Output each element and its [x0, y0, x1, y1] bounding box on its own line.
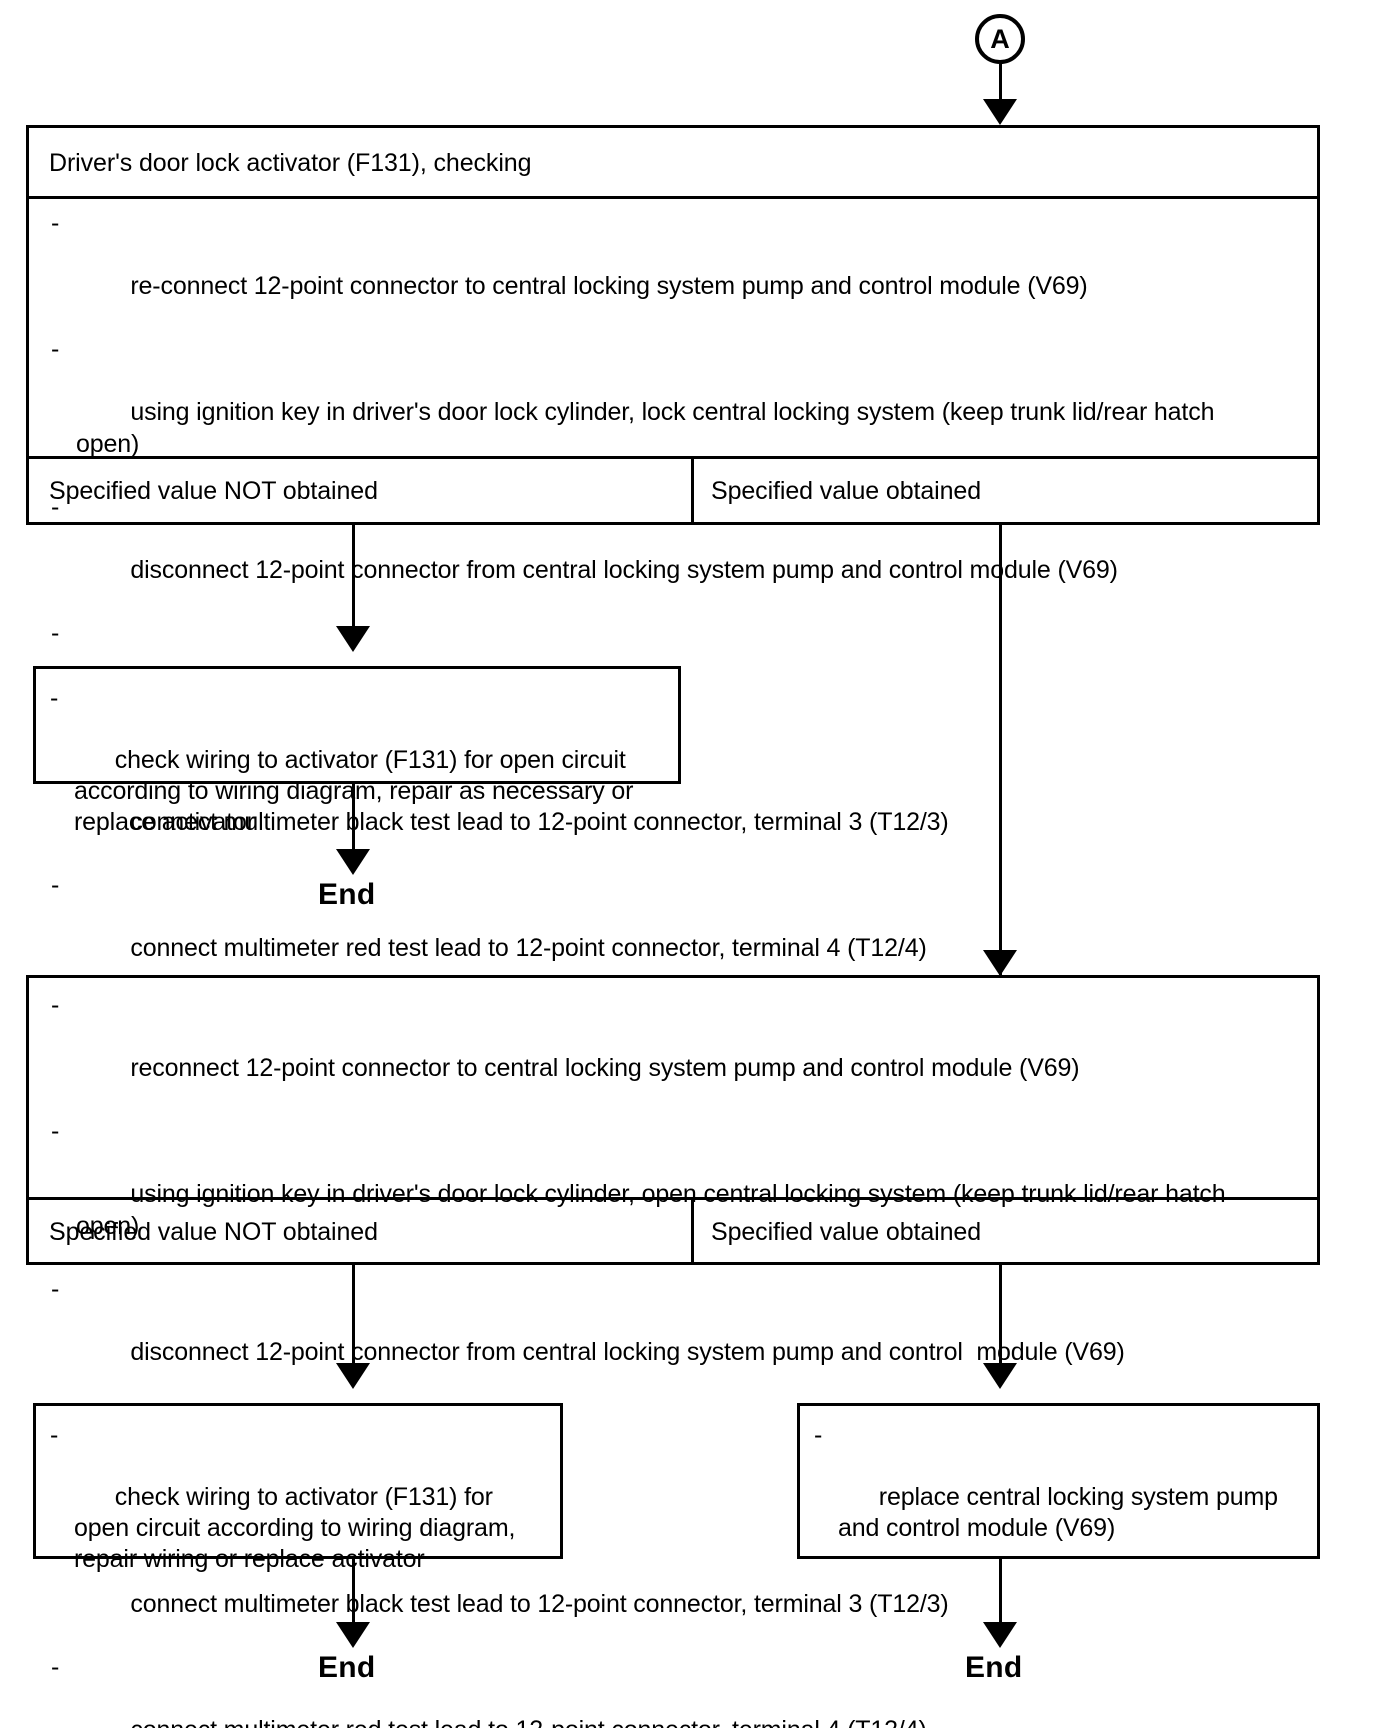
- ohm-fail-end-label: End: [318, 878, 376, 911]
- connector-a-arrowhead: [983, 99, 1017, 125]
- ohm-fail-connector-line: [352, 525, 355, 635]
- bullet-marker: -: [50, 684, 59, 712]
- step-marker: -: [51, 991, 60, 1019]
- volt-pass-end-arrowhead: [983, 1622, 1017, 1648]
- step-item: - re-connect 12-point connector to centr…: [51, 208, 1281, 334]
- ohm-fail-action-text-wrapper: - check wiring to activator (F131) for o…: [50, 683, 674, 869]
- volt-block-connector-line: [999, 525, 1002, 975]
- ohm-fail-action-text: check wiring to activator (F131) for ope…: [74, 746, 634, 836]
- volt-block: - reconnect 12-point connector to centra…: [26, 975, 1320, 1728]
- volt-block-result-not-obtained: Specified value NOT obtained: [49, 1218, 378, 1246]
- volt-block-arrowhead: [983, 950, 1017, 976]
- step-text: connect multimeter red test lead to 12-p…: [130, 1716, 926, 1728]
- check-block-results-separator: [691, 456, 694, 522]
- step-item: - reconnect 12-point connector to centra…: [51, 990, 1281, 1116]
- volt-pass-action-text: replace central locking system pump and …: [838, 1483, 1285, 1542]
- connector-a-bubble: A: [975, 14, 1025, 64]
- step-text: using ignition key in driver's door lock…: [76, 1180, 1233, 1240]
- bullet-marker: -: [50, 1421, 59, 1449]
- step-item: - disconnect 12-point connector from cen…: [51, 1274, 1281, 1400]
- check-block-result-obtained: Specified value obtained: [711, 477, 982, 505]
- volt-pass-action-box: - replace central locking system pump an…: [797, 1403, 1320, 1559]
- volt-pass-action-text-wrapper: - replace central locking system pump an…: [814, 1420, 1308, 1575]
- step-marker: -: [51, 1117, 60, 1145]
- check-block-header: Driver's door lock activator (F131), che…: [49, 149, 532, 177]
- step-marker: -: [51, 1274, 60, 1303]
- step-item: - disconnect 12-point connector from cen…: [51, 492, 1281, 618]
- step-marker: -: [51, 870, 60, 899]
- volt-fail-action-text: check wiring to activator (F131) for ope…: [74, 1483, 529, 1573]
- volt-fail-end-label: End: [318, 1651, 376, 1684]
- step-text: connect multimeter black test lead to 12…: [130, 807, 949, 836]
- volt-block-steps: - reconnect 12-point connector to centra…: [51, 990, 1281, 1728]
- step-text: disconnect 12-point connector from centr…: [130, 555, 1118, 584]
- volt-pass-arrowhead: [983, 1363, 1017, 1389]
- volt-fail-end-arrowhead: [336, 1622, 370, 1648]
- connector-a-label: A: [990, 23, 1010, 54]
- check-block-header-divider: [29, 196, 1317, 199]
- step-marker: -: [51, 1652, 60, 1681]
- ohm-fail-end-line: [352, 784, 355, 858]
- volt-pass-connector-line: [999, 1265, 1002, 1372]
- step-text: reconnect 12-point connector to central …: [130, 1054, 1080, 1082]
- step-item: - using ignition key in driver's door lo…: [51, 1116, 1281, 1274]
- step-text: connect multimeter red test lead to 12-p…: [130, 933, 927, 962]
- volt-fail-arrowhead: [336, 1363, 370, 1389]
- volt-fail-connector-line: [352, 1265, 355, 1372]
- bullet-marker: -: [814, 1421, 823, 1449]
- step-item: - connect multimeter black test lead to …: [51, 1526, 1281, 1652]
- volt-fail-action-box: - check wiring to activator (F131) for o…: [33, 1403, 563, 1573]
- volt-pass-end-line: [999, 1559, 1002, 1631]
- step-item: - using ignition key in driver's door lo…: [51, 334, 1281, 492]
- ohm-fail-arrowhead: [336, 626, 370, 652]
- step-item: - connect multimeter red test lead to 12…: [51, 870, 1281, 996]
- volt-pass-end-label: End: [965, 1651, 1023, 1684]
- step-marker: -: [51, 335, 60, 363]
- check-block-results-divider: [29, 456, 1317, 459]
- ohm-fail-end-arrowhead: [336, 849, 370, 875]
- step-text: re-connect 12-point connector to central…: [130, 272, 1088, 300]
- step-marker: -: [51, 618, 60, 647]
- step-marker: -: [51, 209, 60, 237]
- check-block: Driver's door lock activator (F131), che…: [26, 125, 1320, 1088]
- check-block-result-not-obtained: Specified value NOT obtained: [49, 477, 378, 505]
- step-text: connect multimeter black test lead to 12…: [130, 1589, 949, 1618]
- volt-block-results-separator: [691, 1197, 694, 1262]
- step-text: using ignition key in driver's door lock…: [76, 398, 1222, 458]
- step-marker: -: [51, 492, 60, 521]
- connector-a-line: [999, 64, 1002, 116]
- step-text: disconnect 12-point connector from centr…: [130, 1337, 1125, 1366]
- volt-block-result-obtained: Specified value obtained: [711, 1218, 982, 1246]
- step-item: - connect multimeter red test lead to 12…: [51, 1652, 1281, 1728]
- step-item: - connect multimeter black test lead to …: [51, 744, 1281, 870]
- volt-block-results-divider: [29, 1197, 1317, 1200]
- volt-fail-action-text-wrapper: - check wiring to activator (F131) for o…: [50, 1420, 544, 1606]
- volt-fail-end-line: [352, 1559, 355, 1631]
- ohm-fail-action-box: - check wiring to activator (F131) for o…: [33, 666, 681, 836]
